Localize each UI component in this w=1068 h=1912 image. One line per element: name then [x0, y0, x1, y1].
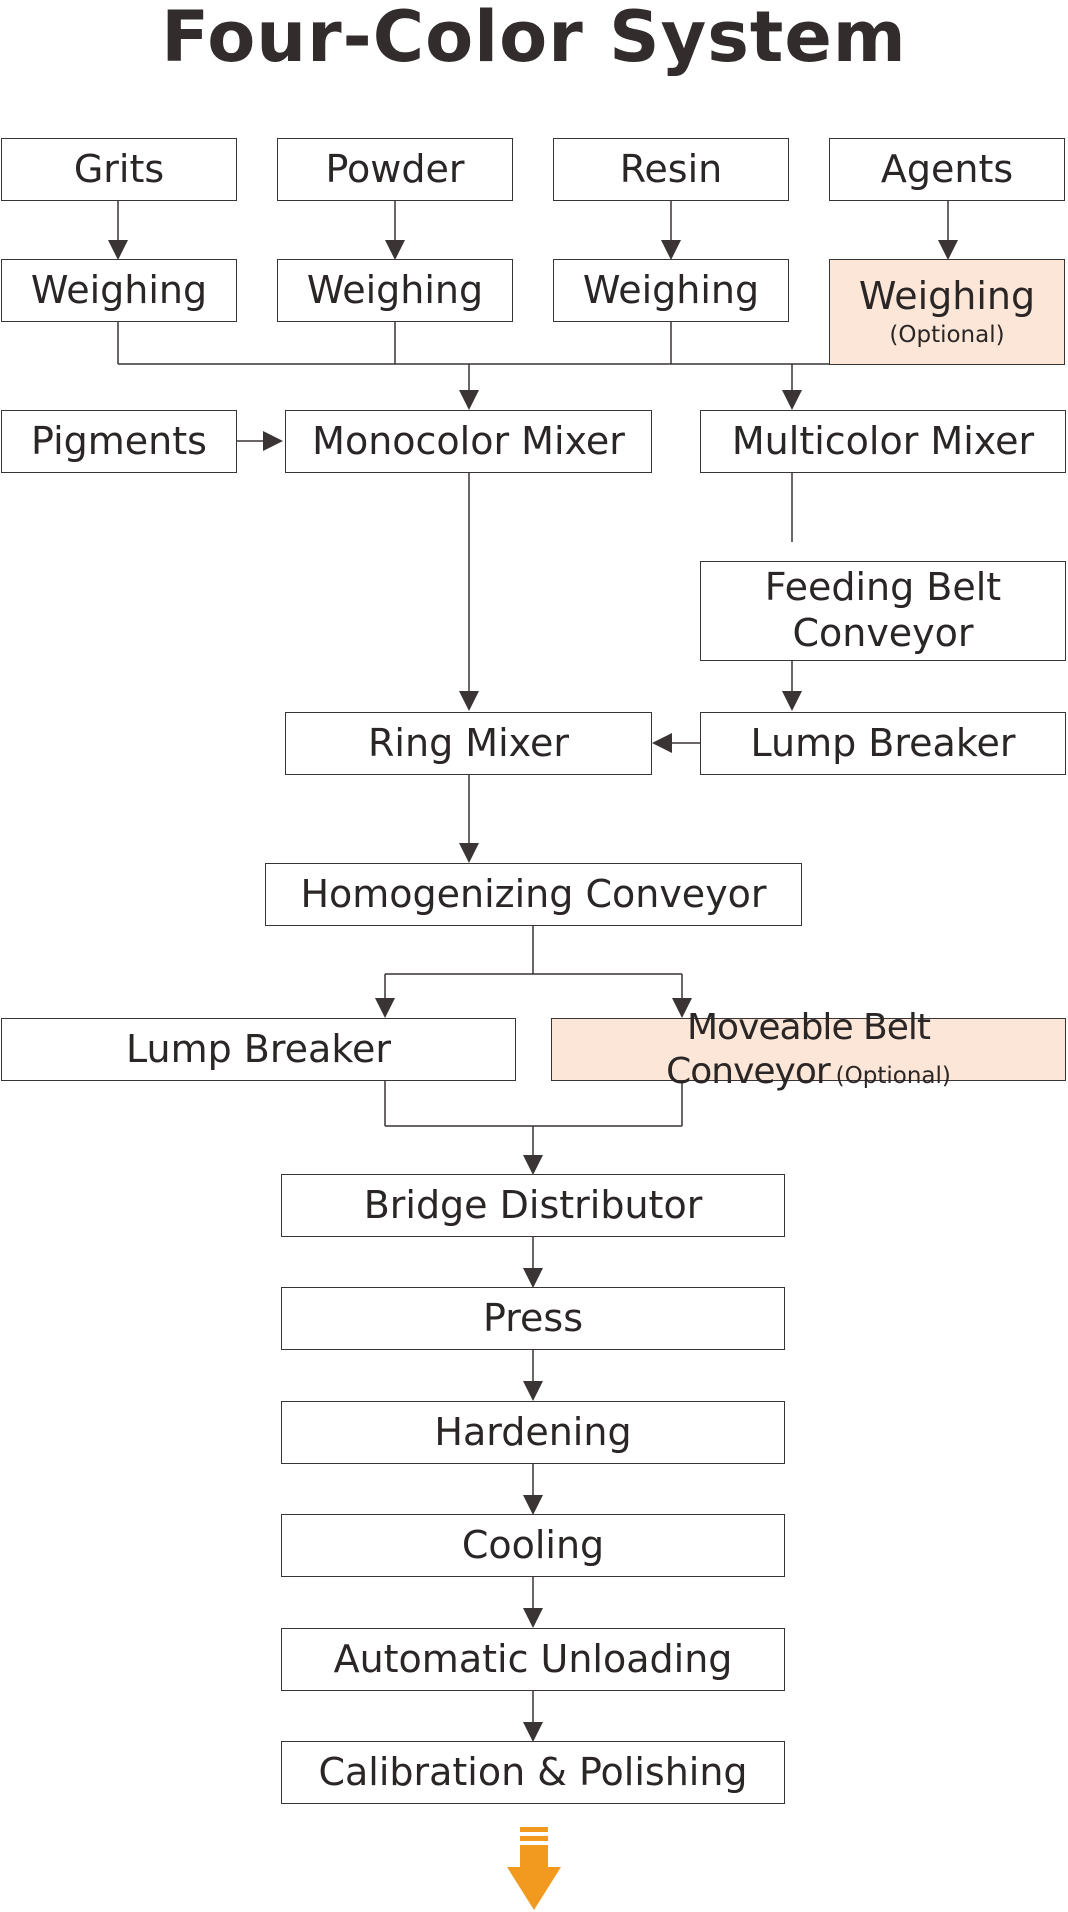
weighing-label: Weighing: [306, 267, 484, 312]
homogenizing-conveyor-label: Homogenizing Conveyor: [300, 871, 767, 916]
feeding-belt-conveyor-box: Feeding Belt Conveyor: [700, 561, 1066, 661]
powder-label: Powder: [325, 146, 465, 191]
lump-breaker-label: Lump Breaker: [750, 720, 1016, 765]
moveable-belt-conveyor-box-optional: Moveable Belt Conveyor(Optional): [551, 1007, 1066, 1092]
multicolor-mixer-label: Multicolor Mixer: [731, 418, 1035, 463]
cooling-label: Cooling: [461, 1522, 605, 1567]
lump-breaker-right-box: Lump Breaker: [700, 712, 1066, 775]
moveable-belt-conveyor-label: Moveable Belt Conveyor: [666, 1007, 931, 1092]
bridge-distributor-label: Bridge Distributor: [363, 1182, 703, 1227]
powder-box: Powder: [277, 138, 513, 201]
press-box: Press: [281, 1287, 785, 1350]
grits-box: Grits: [1, 138, 237, 201]
agents-box: Agents: [829, 138, 1065, 201]
press-label: Press: [482, 1295, 583, 1340]
lump-breaker-label: Lump Breaker: [126, 1026, 391, 1071]
pigments-box: Pigments: [1, 410, 237, 473]
weighing-label: Weighing: [858, 274, 1036, 319]
agents-label: Agents: [880, 146, 1014, 191]
resin-box: Resin: [553, 138, 789, 201]
weighing-label: Weighing: [582, 267, 760, 312]
automatic-unloading-label: Automatic Unloading: [333, 1636, 733, 1681]
weighing-box-resin: Weighing: [553, 259, 789, 322]
multicolor-mixer-box: Multicolor Mixer: [700, 410, 1066, 473]
weighing-box-powder: Weighing: [277, 259, 513, 322]
resin-label: Resin: [619, 146, 723, 191]
calibration-polishing-box: Calibration & Polishing: [281, 1741, 785, 1804]
automatic-unloading-box: Automatic Unloading: [281, 1628, 785, 1691]
pigments-label: Pigments: [31, 418, 207, 463]
grits-label: Grits: [73, 146, 165, 191]
hardening-label: Hardening: [434, 1409, 632, 1454]
monocolor-mixer-box: Monocolor Mixer: [285, 410, 652, 473]
optional-note: (Optional): [835, 1062, 951, 1089]
cooling-box: Cooling: [281, 1514, 785, 1577]
monocolor-mixer-label: Monocolor Mixer: [312, 418, 625, 463]
ring-mixer-label: Ring Mixer: [368, 720, 569, 765]
weighing-label: Weighing: [30, 267, 208, 312]
homogenizing-conveyor-box: Homogenizing Conveyor: [265, 863, 802, 926]
calibration-polishing-label: Calibration & Polishing: [318, 1749, 748, 1794]
weighing-box-grits: Weighing: [1, 259, 237, 322]
feeding-belt-conveyor-line2: Conveyor: [792, 611, 974, 655]
bridge-distributor-box: Bridge Distributor: [281, 1174, 785, 1237]
diagram-title: Four-Color System: [161, 0, 907, 78]
lump-breaker-left-box: Lump Breaker: [1, 1018, 516, 1081]
ring-mixer-box: Ring Mixer: [285, 712, 652, 775]
hardening-box: Hardening: [281, 1401, 785, 1464]
orange-down-arrow-icon: [507, 1827, 561, 1910]
weighing-box-agents-optional: Weighing (Optional): [829, 259, 1065, 365]
feeding-belt-conveyor-line1: Feeding Belt: [764, 565, 1002, 610]
optional-note: (Optional): [889, 322, 1005, 348]
